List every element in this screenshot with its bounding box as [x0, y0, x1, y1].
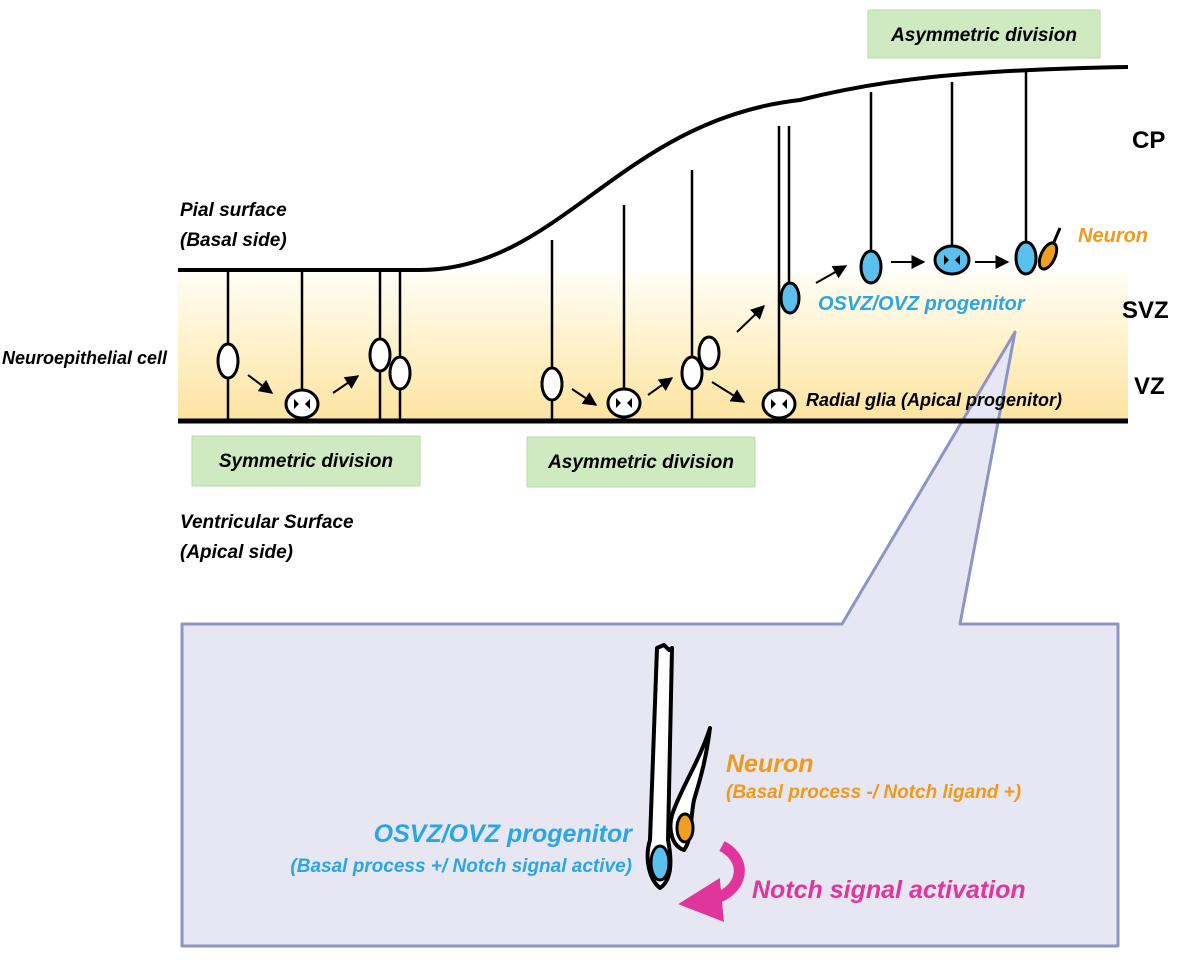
inset-neuron-title: Neuron: [726, 750, 814, 778]
ventricular-surface-label: Ventricular Surface: [180, 512, 354, 533]
notch-activation-label: Notch signal activation: [752, 876, 1026, 904]
symmetric-division-label: Symmetric division: [219, 451, 393, 472]
zone-svz-label: SVZ: [1122, 297, 1169, 324]
arrow-5: [711, 381, 746, 403]
chromosome-marks-2: [616, 398, 787, 409]
germinal-zone-band: [178, 272, 1128, 422]
asymmetric-division-box-lower: Asymmetric division: [526, 436, 756, 488]
zone-cp-label: CP: [1132, 127, 1165, 154]
arrow-1: [247, 374, 274, 394]
asymmetric-division-lower-label: Asymmetric division: [547, 452, 734, 473]
pial-surface-line: [178, 65, 1129, 272]
dividing-cell: [284, 388, 320, 420]
chromosome-marks-3: [944, 255, 960, 265]
symmetric-division-cells: [216, 270, 412, 421]
neuroepithelial-cell-label: Neuroepithelial cell: [2, 348, 168, 368]
asymmetric-division-box-upper: Asymmetric division: [867, 9, 1101, 59]
pial-surface-label: Pial surface: [180, 200, 287, 221]
arrow-3: [571, 388, 598, 406]
zone-vz-label: VZ: [1134, 373, 1165, 400]
arrow-4: [647, 377, 674, 396]
inset-progenitor-cell: [645, 643, 674, 890]
inset-progenitor-title: OSVZ/OVZ progenitor: [374, 820, 634, 848]
osvz-progenitor-label: OSVZ/OVZ progenitor: [818, 293, 1026, 315]
apical-side-label: (Apical side): [180, 542, 293, 563]
arrow-6: [736, 305, 766, 333]
zoom-callout: [180, 330, 1120, 948]
inset-progenitor-detail: (Basal process +/ Notch signal active): [290, 856, 632, 877]
arrow-2: [332, 375, 360, 394]
asymmetric-division-upper-label: Asymmetric division: [890, 25, 1077, 46]
chromosome-marks-1: [294, 399, 310, 409]
notch-activation-arrow: [678, 841, 745, 922]
basal-side-label: (Basal side): [180, 230, 287, 251]
neuroepithelial-cell-body: [216, 342, 240, 380]
asymmetric-division-cells: [540, 126, 797, 421]
symmetric-division-box: Symmetric division: [191, 435, 421, 487]
inset-neuron-detail: (Basal process -/ Notch ligand +): [726, 782, 1021, 803]
radial-glia-label: Radial glia (Apical progenitor): [806, 390, 1062, 410]
arrow-7: [815, 265, 848, 284]
inset-neuron-cell: [668, 726, 712, 852]
neuron-label: Neuron: [1078, 225, 1148, 247]
osvz-progenitor-cells: [779, 70, 1062, 315]
